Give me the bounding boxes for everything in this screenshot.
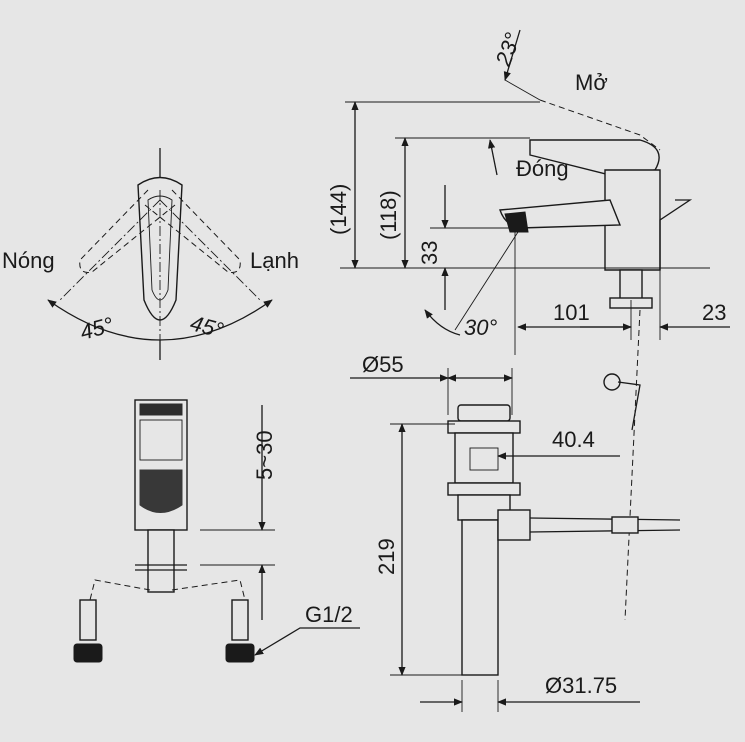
label-angle-tilt: 23° xyxy=(490,29,525,70)
label-hot: Nóng xyxy=(2,248,55,273)
label-dim-219: 219 xyxy=(374,538,399,575)
label-dim-5-30: 5~30 xyxy=(252,430,277,480)
label-angle-right: 45° xyxy=(188,310,227,343)
label-dim-40-4: 40.4 xyxy=(552,427,595,452)
label-dim-31-75: Ø31.75 xyxy=(545,673,617,698)
drain-assembly xyxy=(350,368,681,712)
label-cold: Lạnh xyxy=(250,248,299,273)
lever-top-view xyxy=(47,148,273,360)
label-thread: G1/2 xyxy=(305,602,353,627)
label-angle-left: 45° xyxy=(77,312,116,345)
label-open: Mở xyxy=(575,70,608,95)
faucet-side-view xyxy=(73,399,360,663)
faucet-profile xyxy=(340,29,730,621)
label-dim-118: (118) xyxy=(376,190,401,240)
label-dim-144: (144) xyxy=(326,184,351,235)
label-closed: Đóng xyxy=(516,156,569,181)
label-angle-spout: 30° xyxy=(464,315,497,340)
label-dim-23: 23 xyxy=(702,300,726,325)
label-dim-55: Ø55 xyxy=(362,352,404,377)
label-dim-33: 33 xyxy=(417,241,442,265)
label-dim-101: 101 xyxy=(553,300,590,325)
